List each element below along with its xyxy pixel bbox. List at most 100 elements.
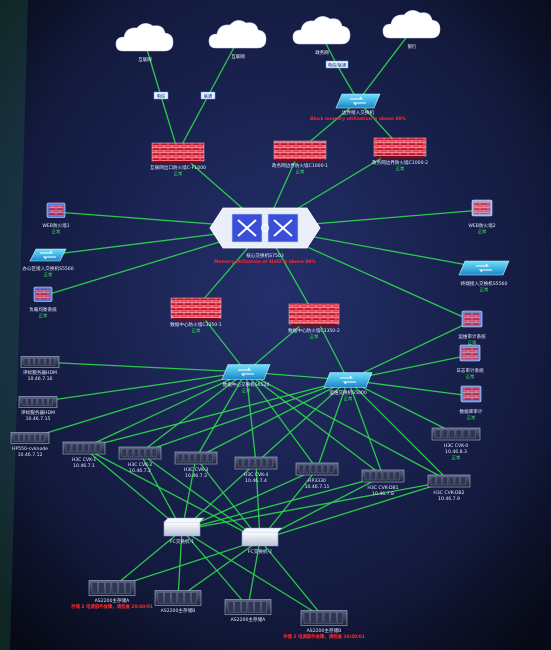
storage-2[interactable]: AS2200主存储B — [154, 590, 202, 615]
drive-bay — [177, 453, 183, 463]
right-device-status: 正常 — [466, 373, 474, 380]
drive-bay — [462, 429, 469, 439]
link-dsw-ls2 — [37, 371, 247, 403]
cloud-label: 互联网 — [138, 56, 152, 63]
drive-bay — [29, 434, 35, 442]
link-msw-v6 — [347, 379, 384, 477]
cvk-label: H3C CVK-DB2 — [433, 490, 464, 496]
cvk-server-1[interactable]: H3C CVK-110.46.7.1 — [62, 441, 106, 469]
firewall-base — [291, 324, 337, 327]
cloud-icon — [382, 10, 441, 39]
server-label: 评标服务器HDM — [23, 369, 57, 376]
firewall-3[interactable]: 政务网边界防火墙C1000-2正常 — [372, 137, 428, 172]
drive-bay — [234, 601, 241, 613]
dc-firewall-2[interactable]: 数据中心防火墙C3350-2正常 — [288, 303, 340, 340]
firewall-label: 政务网边界防火墙C1000-1 — [272, 162, 328, 169]
cloud-3[interactable]: 政务网 — [292, 16, 351, 56]
drive-bay — [255, 458, 261, 468]
drive-bay — [34, 358, 39, 366]
core-arrows-icon — [237, 219, 257, 237]
right-server[interactable]: H3C CVK-010.46.8.3正常 — [431, 427, 481, 461]
left-device-status: 正常 — [44, 271, 52, 278]
appliance-panel — [36, 289, 50, 300]
firewall-icon — [288, 303, 340, 325]
ops-switch-status: 正常 — [344, 395, 352, 402]
appliance-panel — [464, 313, 480, 325]
drive-bay — [322, 464, 328, 474]
cloud-icon — [208, 20, 267, 49]
cloud-4[interactable]: 银行 — [382, 10, 441, 50]
fc-switch-1[interactable]: FC交换机-1 — [163, 517, 205, 545]
border-switch-alert: Block memory utilization is above 80% — [310, 116, 406, 122]
drive-bay — [127, 448, 133, 458]
cvk-server-2[interactable]: H3C CVK-210.46.7.2 — [118, 446, 162, 474]
drive-bay — [247, 601, 254, 613]
right-device-label: 数据库审计 — [460, 408, 483, 415]
drive-bay — [50, 358, 55, 366]
storage-label: AS2200主存储B — [161, 607, 196, 614]
core-chassis — [209, 207, 321, 249]
core-arrows-icon — [273, 219, 293, 237]
left-device-label: 负载均衡系统 — [29, 306, 57, 313]
drive-bay — [394, 471, 400, 481]
firewall-icon — [273, 140, 327, 160]
cvk-server-3[interactable]: H3C CVK-310.46.7.3 — [174, 451, 218, 479]
drive-bay — [304, 464, 310, 474]
cvk-ip: 10.46.7.2 — [129, 468, 151, 474]
cloud-2[interactable]: 互联网 — [208, 20, 267, 60]
cvk-server-4[interactable]: H3C CVK-410.46.7.4 — [234, 456, 278, 484]
right-server-label: H3C CVK-0 — [444, 443, 469, 449]
drive-bay — [77, 443, 83, 453]
firewall-2[interactable]: 政务网边界防火墙C1000-1正常 — [272, 140, 328, 175]
drive-bay — [13, 434, 19, 442]
firewall-icon — [151, 142, 205, 162]
drive-bay — [382, 471, 388, 481]
storage-3[interactable]: AS2200主存储A — [224, 599, 272, 624]
right-device-label: WEB防火墙2 — [468, 222, 495, 229]
drive-bay — [145, 448, 151, 458]
link-dsw-ls1 — [39, 361, 247, 373]
storage-label: AS2200主存储A — [95, 597, 131, 604]
drive-bay — [227, 601, 234, 613]
switch-icon — [323, 372, 373, 388]
drive-bay — [237, 458, 243, 468]
dc-firewall-1[interactable]: 数据中心防火墙C3350-1正常 — [170, 297, 222, 334]
fc-switch-2[interactable]: FC交换机-2 — [241, 527, 283, 555]
link-fc2-s3 — [247, 539, 261, 608]
appliance-panel — [474, 202, 490, 214]
link-fc1-s3 — [181, 529, 249, 608]
drive-bay — [95, 443, 101, 453]
isp-tag-3: 电信/联通 — [325, 60, 349, 69]
drive-bay — [24, 434, 29, 442]
drive-bay — [89, 443, 95, 453]
left-device-label: 办公区接入交换机S5560 — [22, 265, 73, 272]
link-fc1-s4 — [181, 529, 325, 619]
cloud-1[interactable]: 互联网 — [115, 23, 174, 63]
drive-bay — [184, 592, 191, 604]
fc-switch-icon — [163, 521, 201, 537]
drive-bay — [261, 601, 267, 613]
link-v3-fc2 — [195, 457, 261, 541]
link-t1-fw1 — [160, 95, 179, 153]
